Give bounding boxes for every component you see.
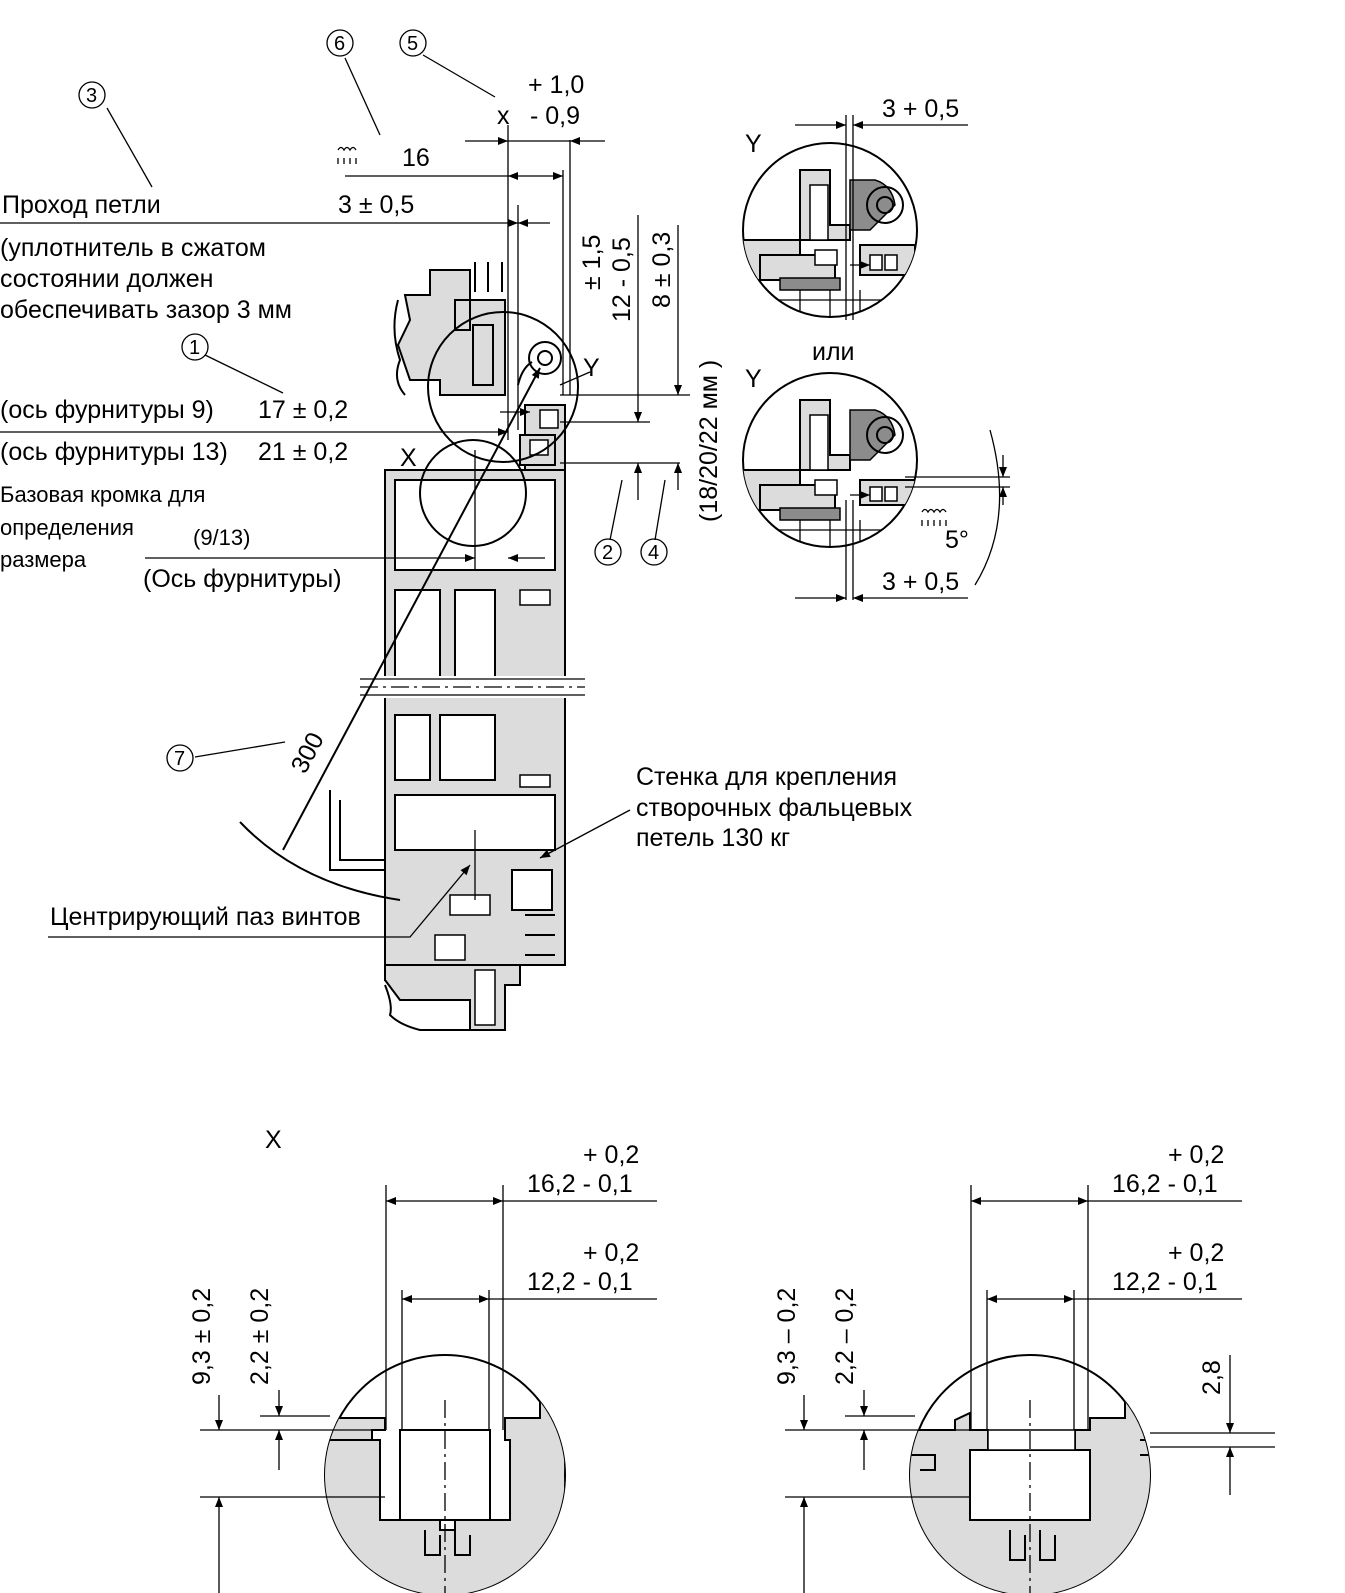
dim-minus-0-9: - 0,9: [530, 102, 580, 130]
detail-x-right-162: 16,2 - 0,1: [1112, 1170, 1218, 1198]
label-wall-line-2: створочных фальцевых: [636, 794, 913, 822]
callout-2: 2: [602, 542, 613, 564]
label-axis-13: (ось фурнитуры 13): [0, 438, 228, 466]
detail-x-left-p02b: + 0,2: [583, 1239, 639, 1267]
detail-circle-x: [419, 439, 527, 547]
detail-x-right-p02a: + 0,2: [1168, 1141, 1224, 1169]
dim-300: 300: [286, 728, 330, 778]
detail-x-left-label: X: [265, 1126, 282, 1154]
callout-4: 4: [648, 542, 659, 564]
dim-17: 17 ± 0,2: [258, 396, 348, 424]
detail-x-left: X + 0,2 16,2 - 0,1 + 0,2 12,2 - 0,1 9,3 …: [188, 1126, 657, 1593]
detail-x-left-122: 12,2 - 0,1: [527, 1268, 633, 1296]
detail-x-left-p02a: + 0,2: [583, 1141, 639, 1169]
label-Y-main: Y: [583, 354, 600, 382]
label-base-line-2: определения: [0, 515, 134, 540]
detail-y-bottom-label: Y: [745, 365, 762, 393]
radius-300-arc: [239, 821, 401, 901]
seal-lip-icon: [921, 508, 947, 526]
dim-plus-1-0: + 1,0: [528, 71, 584, 99]
detail-y-bottom: Y 5° 3 + 0,5: [742, 365, 1010, 602]
dim-18-20-22: (18/20/22 мм ): [695, 360, 723, 522]
label-X-main: X: [400, 444, 417, 472]
dim-3-pm-0-5: 3 ± 0,5: [338, 191, 414, 219]
label-seal-line-3: обеспечивать зазор 3 мм: [0, 296, 292, 324]
label-seal-line-1: (уплотнитель в сжатом: [0, 234, 266, 262]
main-section-profile: [329, 262, 585, 1031]
callout-3: 3: [86, 85, 97, 107]
callout-markers: 3 6 5 1 2 4 7: [78, 29, 668, 772]
detail-x-right-93: 9,3 – 0,2: [773, 1288, 801, 1385]
label-hw-axis: (Ось фурнитуры): [143, 565, 342, 593]
detail-y-top-dim: 3 + 0,5: [882, 95, 959, 123]
callout-1: 1: [189, 337, 200, 359]
label-screw-groove: Центрирующий паз винтов: [50, 903, 361, 931]
dim-12: 12 - 0,5: [608, 237, 636, 322]
main-labels: + 1,0 x - 0,9 16 3 ± 0,5 Проход петли (у…: [0, 71, 913, 931]
dim-21: 21 ± 0,2: [258, 438, 348, 466]
label-wall-line-1: Стенка для крепления: [636, 763, 897, 791]
label-base-line-3: размера: [0, 547, 87, 572]
label-hinge-pass: Проход петли: [2, 191, 161, 219]
callout-6: 6: [334, 33, 345, 55]
dim-16: 16: [402, 144, 430, 172]
label-axis-9: (ось фурнитуры 9): [0, 396, 214, 424]
radius-line: [282, 367, 541, 851]
detail-x-right-122: 12,2 - 0,1: [1112, 1268, 1218, 1296]
detail-x-left-22: 2,2 ± 0,2: [246, 1288, 274, 1385]
detail-x-left-162: 16,2 - 0,1: [527, 1170, 633, 1198]
dim-8: 8 ± 0,3: [648, 232, 676, 308]
detail-x-right: + 0,2 16,2 - 0,1 + 0,2 12,2 - 0,1 9,3 – …: [773, 1141, 1275, 1593]
detail-x-left-93: 9,3 ± 0,2: [188, 1288, 216, 1385]
dimension-lines: [0, 54, 690, 938]
detail-y-top-label: Y: [745, 130, 762, 158]
label-wall-line-3: петель 130 кг: [636, 824, 790, 852]
detail-x-right-p02b: + 0,2: [1168, 1239, 1224, 1267]
detail-x-right-22: 2,2 – 0,2: [831, 1288, 859, 1385]
detail-x-right-28: 2,8: [1198, 1360, 1226, 1395]
detail-y-bottom-dim: 3 + 0,5: [882, 568, 959, 596]
detail-y-bottom-angle: 5°: [945, 526, 969, 554]
label-x-small: x: [497, 102, 510, 130]
seal-lip-icon: [337, 146, 357, 164]
label-or: или: [812, 338, 855, 366]
label-seal-line-2: состоянии должен: [0, 265, 213, 293]
label-base-line-1: Базовая кромка для: [0, 482, 205, 507]
callout-5: 5: [407, 33, 418, 55]
label-base-913: (9/13): [193, 525, 250, 550]
detail-circle-y: [427, 311, 579, 463]
callout-7: 7: [174, 748, 185, 770]
detail-y-top: Y 3 + 0,5: [742, 95, 968, 320]
dim-pm-1-5: ± 1,5: [578, 235, 606, 290]
